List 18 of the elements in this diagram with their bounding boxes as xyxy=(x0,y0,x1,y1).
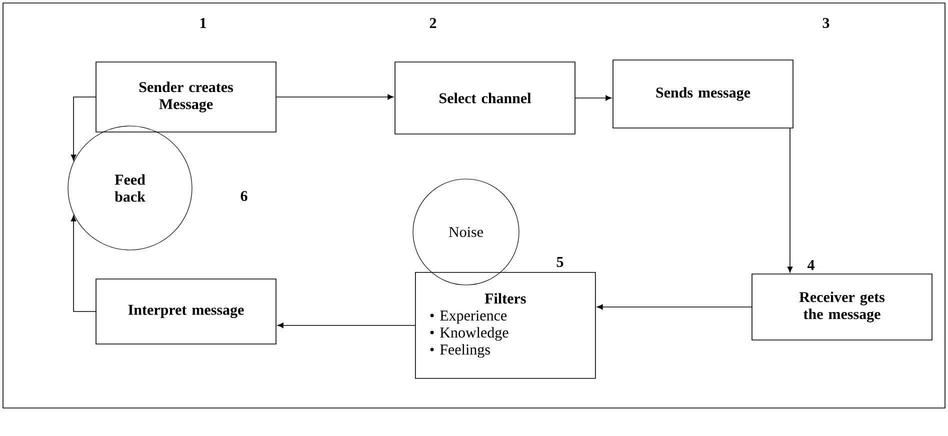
step-number: 6 xyxy=(240,190,248,202)
step-number: 1 xyxy=(200,18,206,28)
step-number: 5 xyxy=(556,257,564,267)
process-box: Interpret message xyxy=(96,278,276,344)
arrow xyxy=(787,128,793,273)
process-box: Sender creates Message xyxy=(96,62,276,132)
arrow xyxy=(276,94,394,100)
process-box: Receiver gets the message xyxy=(752,274,932,340)
arrow xyxy=(70,215,96,312)
process-box: Select channel xyxy=(394,62,576,134)
step-number: 3 xyxy=(822,18,830,28)
arrow xyxy=(575,95,612,101)
process-box: Filters • Experience • Knowledge • Feelings xyxy=(415,272,596,379)
process-box: Sends message xyxy=(612,60,794,128)
arrow xyxy=(277,322,416,328)
arrow xyxy=(596,304,752,310)
step-number: 2 xyxy=(430,18,436,28)
arrow xyxy=(70,96,96,161)
